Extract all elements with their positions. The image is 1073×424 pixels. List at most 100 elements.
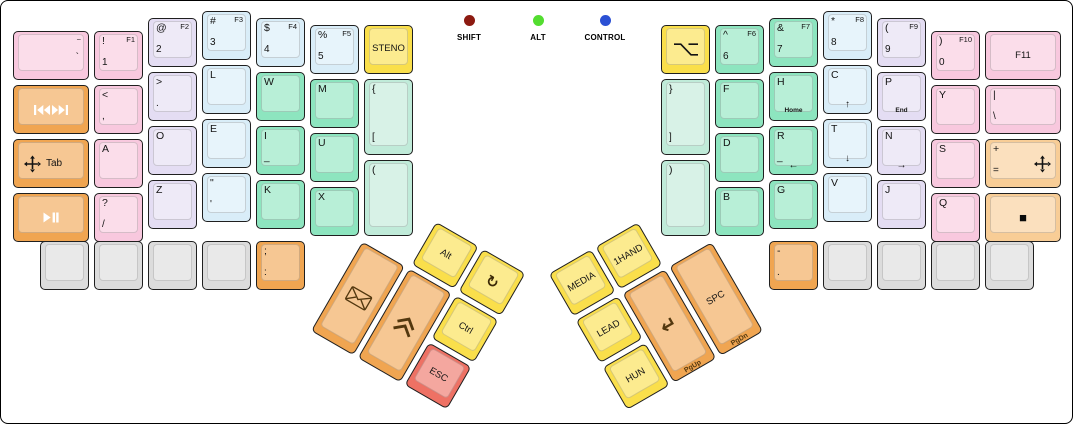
key-label: ; xyxy=(264,244,267,257)
key-d[interactable]: D xyxy=(715,132,764,182)
key-label: P xyxy=(885,75,893,88)
key-blank-right-2[interactable] xyxy=(877,240,926,290)
key-steno[interactable]: STENO xyxy=(364,24,413,74)
key-y[interactable]: Y xyxy=(931,85,980,135)
key-quote[interactable]: "' xyxy=(202,173,251,222)
key-u[interactable]: U xyxy=(310,132,359,182)
keycap-top xyxy=(99,142,138,180)
key-label: # xyxy=(210,15,216,27)
key-blank-right-4[interactable] xyxy=(985,240,1034,290)
key-p[interactable]: P End xyxy=(877,71,926,121)
indicator-control: CONTROL xyxy=(571,15,639,42)
key-blank-left-1[interactable] xyxy=(40,240,89,290)
key-blank-left-4[interactable] xyxy=(202,240,251,290)
key-media-prev-next[interactable] xyxy=(13,85,89,135)
key-c[interactable]: C↑ xyxy=(823,65,872,114)
keycap-top xyxy=(207,243,246,281)
keycap-top xyxy=(774,20,813,58)
key-label: I xyxy=(264,129,267,142)
key-label: \ xyxy=(993,111,996,123)
key-label: } xyxy=(669,82,673,95)
key-page-chevron[interactable] xyxy=(357,268,452,382)
key-semicolon[interactable]: ;: xyxy=(256,240,305,290)
key-label: % xyxy=(318,28,328,41)
keycap-top xyxy=(99,243,138,281)
key-label: End xyxy=(895,107,908,115)
key-pipe[interactable]: |\ xyxy=(985,85,1061,135)
key-w[interactable]: W xyxy=(256,71,305,121)
key-blank-right-1[interactable] xyxy=(823,240,872,290)
keycap-top xyxy=(828,14,867,51)
key-g[interactable]: G xyxy=(769,179,818,229)
key-m[interactable]: M xyxy=(310,78,359,128)
key-b[interactable]: B xyxy=(715,186,764,236)
key-x[interactable]: X xyxy=(310,186,359,236)
key-blank-right-3[interactable] xyxy=(931,240,980,290)
keycap-top xyxy=(936,88,975,126)
control-led-icon xyxy=(599,15,611,26)
key-label: D xyxy=(723,136,731,149)
key-label: Tab xyxy=(46,157,63,169)
key-blank-left-2[interactable] xyxy=(94,240,143,290)
key-tab[interactable]: Tab xyxy=(13,139,89,189)
key-right-paren[interactable]: ) xyxy=(661,159,710,236)
key-option[interactable] xyxy=(661,24,710,74)
key-label: / xyxy=(102,219,105,231)
key-j[interactable]: J xyxy=(877,179,926,229)
key-s[interactable]: S xyxy=(931,139,980,189)
key-q[interactable]: Q xyxy=(931,193,980,243)
key-minus[interactable]: -. xyxy=(769,240,818,290)
key-label: G xyxy=(777,183,786,196)
key-label: 9 xyxy=(885,43,891,55)
key-label: T xyxy=(831,123,838,135)
key-o[interactable]: O xyxy=(148,125,197,175)
key-z[interactable]: Z xyxy=(148,179,197,229)
key-t[interactable]: T↓ xyxy=(823,119,872,168)
key-label: C xyxy=(831,69,839,81)
key-comma[interactable]: <, xyxy=(94,85,143,135)
key-label: ! xyxy=(102,35,105,48)
key-left-brace[interactable]: {[ xyxy=(364,78,413,155)
key-f[interactable]: F xyxy=(715,78,764,128)
key-right-brace[interactable]: }] xyxy=(661,78,710,155)
key-label: L xyxy=(210,69,216,81)
keycap-top xyxy=(207,14,246,51)
key-f11[interactable]: F11 xyxy=(985,31,1061,81)
key-r[interactable]: R_← xyxy=(769,125,818,175)
key-label: B xyxy=(723,190,731,203)
key-label: * xyxy=(831,15,836,27)
keycap-top xyxy=(882,182,921,220)
key-a[interactable]: A xyxy=(94,139,143,189)
keycap-top xyxy=(936,142,975,180)
key-period-left[interactable]: >. xyxy=(148,71,197,121)
key-i[interactable]: I_ xyxy=(256,125,305,175)
key-v[interactable]: V xyxy=(823,173,872,222)
keycap-top xyxy=(828,176,867,213)
key-envelope[interactable] xyxy=(311,241,406,355)
key-blank-left-3[interactable] xyxy=(148,240,197,290)
key-l[interactable]: L xyxy=(202,65,251,114)
keycap-top xyxy=(774,243,813,281)
key-k[interactable]: K xyxy=(256,179,305,229)
key-label: U xyxy=(318,136,326,149)
key-play-pause[interactable] xyxy=(13,193,89,243)
keycap-top xyxy=(315,81,354,119)
key-plus[interactable]: += xyxy=(985,139,1061,189)
key-label: ( xyxy=(372,163,376,176)
key-e[interactable]: E xyxy=(202,119,251,168)
key-grave[interactable]: ~` xyxy=(13,31,89,81)
envelope-icon xyxy=(313,243,404,354)
key-n[interactable]: N→ xyxy=(877,125,926,175)
key-left-paren[interactable]: ( xyxy=(364,159,413,236)
